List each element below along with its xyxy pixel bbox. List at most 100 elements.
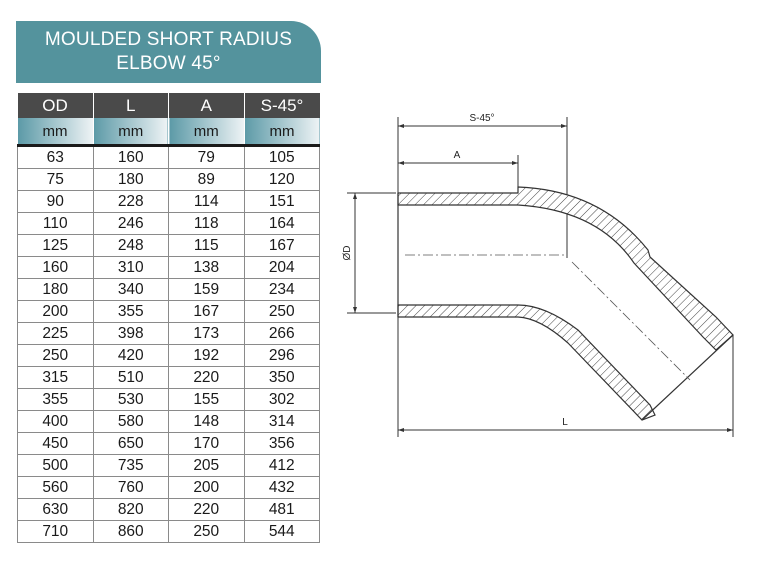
units-row: mm mm mm mm bbox=[17, 118, 320, 147]
cell-s45: 412 bbox=[243, 454, 320, 477]
cell-od: 90 bbox=[17, 190, 94, 213]
cell-s45: 105 bbox=[243, 145, 320, 169]
cell-s45: 350 bbox=[243, 366, 320, 389]
cell-l: 228 bbox=[92, 190, 169, 213]
cell-l: 760 bbox=[92, 476, 169, 499]
cell-s45: 164 bbox=[243, 212, 320, 235]
cell-s45: 167 bbox=[243, 234, 320, 257]
cell-od: 125 bbox=[17, 234, 94, 257]
cell-od: 315 bbox=[17, 366, 94, 389]
cell-od: 355 bbox=[17, 388, 94, 411]
cell-od: 450 bbox=[17, 432, 94, 455]
label-od: ØD bbox=[342, 246, 353, 261]
cell-l: 310 bbox=[92, 256, 169, 279]
title-line-2: ELBOW 45° bbox=[116, 53, 221, 74]
unit-s45: mm bbox=[243, 118, 320, 147]
cell-l: 735 bbox=[92, 454, 169, 477]
cell-a: 173 bbox=[168, 322, 245, 345]
cell-a: 220 bbox=[168, 498, 245, 521]
cell-a: 155 bbox=[168, 388, 245, 411]
header-row: OD L A S-45° bbox=[17, 93, 320, 118]
cell-l: 340 bbox=[92, 278, 169, 301]
cell-l: 530 bbox=[92, 388, 169, 411]
cell-s45: 314 bbox=[243, 410, 320, 433]
cell-a: 205 bbox=[168, 454, 245, 477]
unit-a: mm bbox=[168, 118, 244, 147]
cell-l: 398 bbox=[92, 322, 169, 345]
cell-l: 180 bbox=[92, 168, 169, 191]
cell-a: 192 bbox=[168, 344, 245, 367]
elbow-diagram: S-45° A ØD L bbox=[342, 113, 734, 437]
cell-l: 248 bbox=[92, 234, 169, 257]
cell-a: 167 bbox=[168, 300, 245, 323]
cell-od: 710 bbox=[17, 520, 94, 543]
cell-l: 650 bbox=[92, 432, 169, 455]
header-s45: S-45° bbox=[243, 93, 320, 118]
cell-a: 79 bbox=[168, 145, 245, 169]
cell-od: 630 bbox=[17, 498, 94, 521]
cell-od: 225 bbox=[17, 322, 94, 345]
cell-a: 250 bbox=[168, 520, 245, 543]
cell-a: 138 bbox=[168, 256, 245, 279]
cell-s45: 151 bbox=[243, 190, 320, 213]
cell-od: 200 bbox=[17, 300, 94, 323]
unit-l: mm bbox=[92, 118, 169, 147]
cell-l: 246 bbox=[92, 212, 169, 235]
dimension-od: ØD bbox=[342, 192, 396, 314]
cell-od: 400 bbox=[17, 410, 94, 433]
cell-s45: 250 bbox=[243, 300, 320, 323]
title-line-1: MOULDED SHORT RADIUS bbox=[44, 29, 293, 50]
cell-s45: 204 bbox=[243, 256, 320, 279]
cell-s45: 120 bbox=[243, 168, 320, 191]
cell-l: 420 bbox=[92, 344, 169, 367]
dimension-s45: S-45° bbox=[397, 113, 568, 258]
cell-a: 114 bbox=[168, 190, 245, 213]
label-a: A bbox=[454, 150, 461, 161]
cell-od: 180 bbox=[17, 278, 94, 301]
cell-a: 220 bbox=[168, 366, 245, 389]
cell-od: 250 bbox=[17, 344, 94, 367]
cell-a: 159 bbox=[168, 278, 245, 301]
top-wall bbox=[397, 186, 734, 351]
cell-l: 860 bbox=[92, 520, 169, 543]
cell-l: 510 bbox=[92, 366, 169, 389]
cell-s45: 356 bbox=[243, 432, 320, 455]
unit-od: mm bbox=[17, 118, 93, 147]
centerline-diagonal bbox=[571, 261, 691, 381]
cell-a: 89 bbox=[168, 168, 245, 191]
cell-od: 500 bbox=[17, 454, 94, 477]
cell-s45: 544 bbox=[243, 520, 320, 543]
cell-s45: 432 bbox=[243, 476, 320, 499]
cell-a: 200 bbox=[168, 476, 245, 499]
cell-od: 110 bbox=[17, 212, 94, 235]
cell-a: 148 bbox=[168, 410, 245, 433]
bottom-wall bbox=[397, 304, 656, 421]
cell-s45: 234 bbox=[243, 278, 320, 301]
cell-l: 820 bbox=[92, 498, 169, 521]
label-l: L bbox=[562, 417, 568, 428]
title-banner: MOULDED SHORT RADIUS ELBOW 45° bbox=[16, 21, 321, 83]
label-s45: S-45° bbox=[469, 113, 494, 124]
cell-a: 115 bbox=[168, 234, 245, 257]
cell-s45: 296 bbox=[243, 344, 320, 367]
cell-s45: 302 bbox=[243, 388, 320, 411]
cell-s45: 481 bbox=[243, 498, 320, 521]
